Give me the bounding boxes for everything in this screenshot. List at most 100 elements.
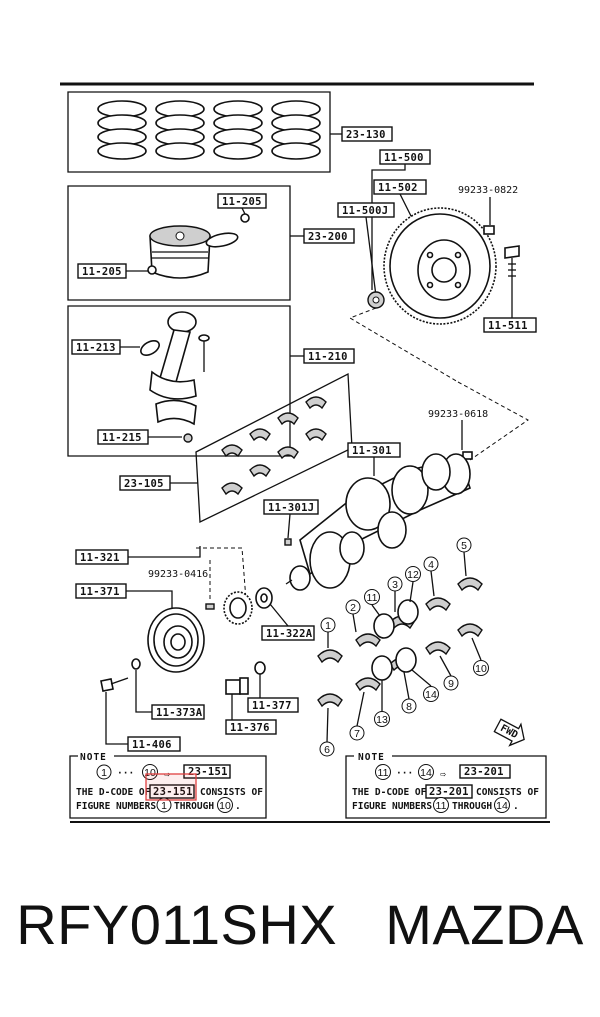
main-bearings-group <box>317 577 483 708</box>
crank-plug-part <box>225 677 249 722</box>
svg-text:.: . <box>235 801 241 812</box>
flywheel-part <box>367 207 497 325</box>
flywheel-bolt-part <box>504 245 520 300</box>
label-23-130[interactable]: 23-130 <box>341 126 393 142</box>
svg-text:2: 2 <box>350 602 356 614</box>
svg-text:3: 3 <box>392 579 398 591</box>
label-11-322A[interactable]: 11-322A <box>261 625 315 641</box>
label-11-321[interactable]: 11-321 <box>75 549 129 565</box>
svg-text:11-376: 11-376 <box>230 722 270 734</box>
svg-text:9: 9 <box>448 678 454 690</box>
svg-text:FIGURE NUMBERS: FIGURE NUMBERS <box>352 801 432 812</box>
svg-text:CONSISTS OF: CONSISTS OF <box>476 787 539 798</box>
circled-number-10: 10 <box>473 660 489 676</box>
label-11-500J[interactable]: 11-500J <box>337 202 395 218</box>
svg-text:CONSISTS OF: CONSISTS OF <box>200 787 263 798</box>
label-23-200[interactable]: 23-200 <box>303 228 355 244</box>
svg-text:1: 1 <box>325 620 331 632</box>
crankshaft-part <box>285 453 471 591</box>
label-23-105[interactable]: 23-105 <box>119 475 171 491</box>
svg-text:23-130: 23-130 <box>346 129 386 141</box>
svg-text:11-301: 11-301 <box>352 445 392 457</box>
svg-text:23-105: 23-105 <box>124 478 164 490</box>
svg-text:11-502: 11-502 <box>378 182 418 194</box>
label-11-205-top[interactable]: 11-205 <box>217 193 267 209</box>
highlight-box <box>145 773 197 801</box>
svg-text:8: 8 <box>406 701 412 713</box>
svg-text:14: 14 <box>420 767 432 779</box>
svg-text:12: 12 <box>407 569 419 581</box>
label-11-373A[interactable]: 11-373A <box>151 704 205 720</box>
label-11-377[interactable]: 11-377 <box>247 697 299 713</box>
label-11-301J[interactable]: 11-301J <box>263 499 319 515</box>
svg-text:NOTE: NOTE <box>358 752 385 763</box>
svg-text:THE D-CODE OF: THE D-CODE OF <box>76 787 151 798</box>
svg-text:11-213: 11-213 <box>76 342 116 354</box>
svg-text:13: 13 <box>376 714 388 726</box>
svg-text:23-151: 23-151 <box>188 766 228 778</box>
label-11-500[interactable]: 11-500 <box>379 149 431 165</box>
circled-number-6: 6 <box>319 741 335 757</box>
circled-number-12: 12 <box>405 566 421 582</box>
svg-text:⇨: ⇨ <box>440 769 446 780</box>
svg-text:11-373A: 11-373A <box>156 707 203 719</box>
label-11-210[interactable]: 11-210 <box>303 348 355 364</box>
engine-parts-diagram: 23-130 23-200 11-205 11-205 11-500 11-50… <box>60 82 550 823</box>
conrod-part <box>140 311 210 443</box>
svg-text:THROUGH: THROUGH <box>452 801 492 812</box>
circled-number-3: 3 <box>387 576 403 592</box>
footer-brand: MAZDA <box>385 893 584 956</box>
svg-text:7: 7 <box>354 728 360 740</box>
svg-text:11-210: 11-210 <box>308 351 348 363</box>
svg-text:14: 14 <box>496 800 508 812</box>
label-11-406[interactable]: 11-406 <box>127 736 181 752</box>
circled-number-11: 11 <box>364 589 380 605</box>
circled-number-5: 5 <box>456 537 472 553</box>
timing-gear-part <box>205 587 273 625</box>
conrod-bearings-group <box>221 396 327 496</box>
svg-text:THE D-CODE OF: THE D-CODE OF <box>352 787 427 798</box>
piston-ring-stack-1 <box>97 100 147 160</box>
svg-text:THROUGH: THROUGH <box>174 801 214 812</box>
pulley-bolt-part <box>100 677 129 692</box>
svg-text:10: 10 <box>219 800 231 812</box>
label-11-502[interactable]: 11-502 <box>373 179 427 195</box>
label-11-376[interactable]: 11-376 <box>225 719 277 735</box>
dowel-code-99233-0618: 99233-0618 <box>428 409 488 420</box>
svg-text:14: 14 <box>425 689 437 701</box>
label-11-215[interactable]: 11-215 <box>97 429 149 445</box>
footer-caption: RFY011SHX MAZDA <box>0 892 600 957</box>
svg-text:23-200: 23-200 <box>308 231 348 243</box>
circled-number-1: 1 <box>320 617 336 633</box>
piston-ring-stack-2 <box>155 100 205 160</box>
footer-part-code: RFY011SHX <box>16 893 338 956</box>
svg-text:11-301J: 11-301J <box>268 502 314 514</box>
svg-text:11: 11 <box>436 800 447 812</box>
crank-washer-part <box>254 661 266 675</box>
label-11-301[interactable]: 11-301 <box>347 442 401 458</box>
label-11-213[interactable]: 11-213 <box>71 339 121 355</box>
piston-part <box>147 213 250 279</box>
circled-number-8: 8 <box>401 698 417 714</box>
note-right: NOTE 11 ··· 14 ⇨ 23-201 THE D-CODE OF 23… <box>345 752 547 819</box>
pulley-washer-part <box>131 658 141 670</box>
svg-text:5: 5 <box>461 540 467 552</box>
piston-rings-group <box>97 100 321 160</box>
svg-text:23-201: 23-201 <box>429 786 469 798</box>
label-11-205-left[interactable]: 11-205 <box>77 263 127 279</box>
svg-text:FIGURE NUMBERS: FIGURE NUMBERS <box>76 801 156 812</box>
svg-text:11-321: 11-321 <box>80 552 120 564</box>
circled-number-13: 13 <box>374 711 390 727</box>
svg-text:···: ··· <box>396 768 413 779</box>
dowel-pin <box>483 225 495 235</box>
pulley-part <box>147 607 205 673</box>
svg-text:1: 1 <box>101 767 107 779</box>
circled-number-9: 9 <box>443 675 459 691</box>
label-11-371[interactable]: 11-371 <box>75 583 127 599</box>
svg-text:1: 1 <box>161 800 167 812</box>
piston-ring-frame <box>67 91 331 173</box>
fwd-arrow-icon: FWD <box>493 718 525 747</box>
svg-text:10: 10 <box>144 767 156 779</box>
svg-text:11-511: 11-511 <box>488 320 528 332</box>
label-11-511[interactable]: 11-511 <box>483 317 537 333</box>
